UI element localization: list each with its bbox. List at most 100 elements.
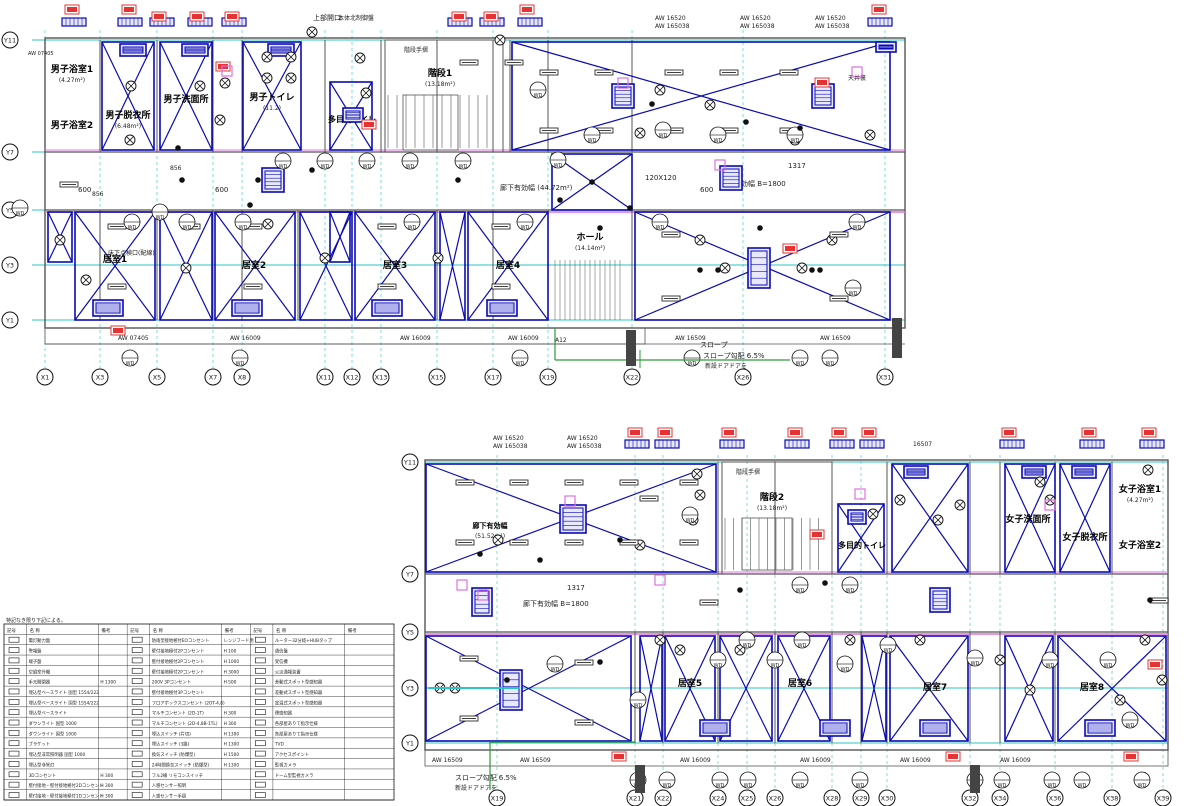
legend-cell-name: 壁付接地極付2Pコンセント [152,658,205,665]
device-tag-wd: WD [856,783,865,789]
device-tag-icon: WD [851,771,869,789]
legend-symbol-icon [131,750,143,757]
device-tag-icon: WD [11,199,29,217]
ac-unit-icon [486,299,518,317]
legend-symbol-icon [131,761,143,767]
red-tag-fill [67,7,77,12]
red-tag-fill [660,430,670,435]
diagonal-line [861,635,887,742]
red-tag-icon [871,4,887,15]
legend-symbol-icon [255,667,266,674]
outdoor-unit-icon [999,439,1025,449]
red-tag-icon [611,751,627,762]
grid-col-bubble-b-X38: X38 [1103,789,1121,806]
grid-bubble-label: Y5 [5,207,14,215]
light-fixture-icon [574,659,594,666]
legend-symbol-icon [8,636,20,643]
ac-unit-inner [906,468,926,476]
fan-blade [736,646,744,654]
ventilation-fan-icon [719,262,731,274]
ventilation-fan-icon [124,134,136,146]
legend-symbol-icon [8,781,20,788]
sensor-dot-icon [737,587,743,593]
fan-blade [362,89,370,97]
red-tag-fill [113,328,123,333]
grid-col-bubble-X3: X3 [91,368,109,386]
device-tag-icon: WD [848,213,866,231]
legend-header: 記号 [253,627,262,634]
legend-symbol-icon [8,771,20,778]
room-area: (13.18m²) [757,505,787,512]
grid-bubble-circle [1103,789,1121,806]
device-tag-wd: WD [884,648,893,654]
ventilation-fan-icon [654,634,666,646]
device-tag-wd: WD [1126,723,1135,729]
red-tag-fill [364,122,374,127]
legend-cell-name: 埋込スイッチ (3路) [152,741,190,748]
column-hatch [970,765,980,793]
room-label-mdress: 男子脱衣所(6.48m²) [105,109,150,130]
device-tag-icon: WD [274,152,292,170]
magenta-marker [854,488,866,500]
grid-bubble-label: X30 [881,795,894,803]
grid-bubble-circle [148,368,166,386]
grid-col-bubble-b-X34: X34 [991,789,1009,806]
room-frame [511,41,891,151]
ac-unit-inner [474,590,490,614]
ac-unit-inner [932,590,948,610]
fan-blade [869,510,877,518]
ac-unit-frame [1021,465,1047,479]
outdoor-unit-icon [829,439,855,449]
aw-label-b: AW 165038 [493,443,528,450]
device-tag-wd: WD [791,138,800,144]
device-tag-icon: WD [993,771,1011,789]
fan-blade [706,101,714,109]
legend-cell-note: H 1300 [224,742,240,748]
legend-symbol-icon [131,678,143,684]
stairs-2 [721,461,833,575]
fan-blade [263,53,271,61]
ac-unit-frame [119,43,147,57]
grid-bubble-circle [401,453,419,471]
room-frame [74,211,156,321]
legend-cell-note: H 300 [224,721,237,727]
ventilation-fan-icon [674,644,686,656]
ventilation-fan-icon [180,262,192,274]
fan-blade [1144,466,1152,474]
legend-cell-name: ルーター32分岐+HUBタップ [275,637,333,644]
grid-row-bubble-Y11: Y11 [1,31,19,49]
sensor-dot-icon [649,101,655,107]
room-name: 居室4 [496,259,520,271]
device-tag-wd: WD [236,361,245,367]
grid-col-bubble-X26: X26 [734,368,752,386]
legend-cell-name: 通信盤 [275,648,289,655]
device-tag-wd: WD [686,518,695,524]
device-tag-icon: WD [651,213,669,231]
ac-unit-icon [875,41,897,53]
grid-col-bubble-X8: X8 [233,368,251,386]
device-tag-wd: WD [744,783,753,789]
legend-symbol-icon [131,636,143,643]
room-area: (51.52m²) [475,533,505,540]
ac-unit-inner [264,170,282,190]
grid-bubble-label: Y11 [3,37,16,45]
grid-col-bubble-b-X29: X29 [852,789,870,806]
device-tag-icon: WD [966,649,984,667]
light-fixture-icon [455,479,475,486]
ventilation-fan-icon [261,72,273,84]
ac-unit-inner [270,46,292,54]
legend-cell-note: H 300 [100,783,113,789]
legend-symbol-icon [131,792,143,798]
light-fixture-icon [107,283,127,290]
legend-cell-name: マルチコンセント (2D-4,8B-1TL) [152,721,218,727]
grid-bubble-label: X28 [826,795,839,803]
legend-cell-note: H 1500 [224,752,240,758]
legend-header: 備考 [225,627,234,634]
room-area: (11.2) [263,105,281,112]
device-tag-wd: WD [659,133,668,139]
diagonal-line [889,635,969,742]
legend-cell-name: フロアボックスコンセント (2OT-4,8) [152,699,225,706]
ac-unit-icon [1021,465,1047,479]
red-tag-icon [1141,427,1157,438]
sensor-dot-icon [309,167,315,173]
